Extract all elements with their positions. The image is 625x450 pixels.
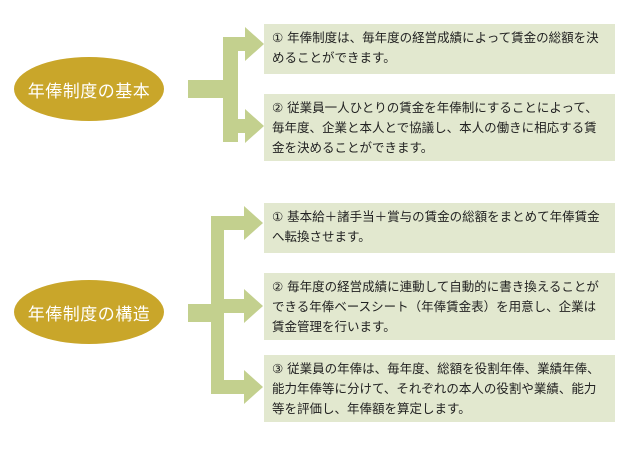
section-title-structure: 年俸制度の構造	[14, 280, 164, 344]
basic-item-2: ② 従業員一人ひとりの賃金を年俸制にすることによって、毎年度、企業と本人とで協議…	[264, 94, 615, 161]
structure-item-2: ② 毎年度の経営成績に連動して自動的に書き換えることができる年俸ベースシート（年…	[264, 273, 615, 340]
connector-basic	[188, 27, 264, 143]
basic-item-1: ① 年俸制度は、毎年度の経営成績によって賃金の総額を決めることができます。	[264, 24, 615, 74]
structure-item-1: ① 基本給＋諸手当＋賞与の賃金の総額をまとめて年俸賃金へ転換させます。	[264, 203, 615, 253]
structure-item-3: ③ 従業員の年俸は、毎年度、総額を役割年俸、業績年俸、能力年俸等に分けて、それぞ…	[264, 355, 615, 422]
connector-structure	[188, 206, 263, 404]
section-title-basic: 年俸制度の基本	[14, 57, 164, 121]
